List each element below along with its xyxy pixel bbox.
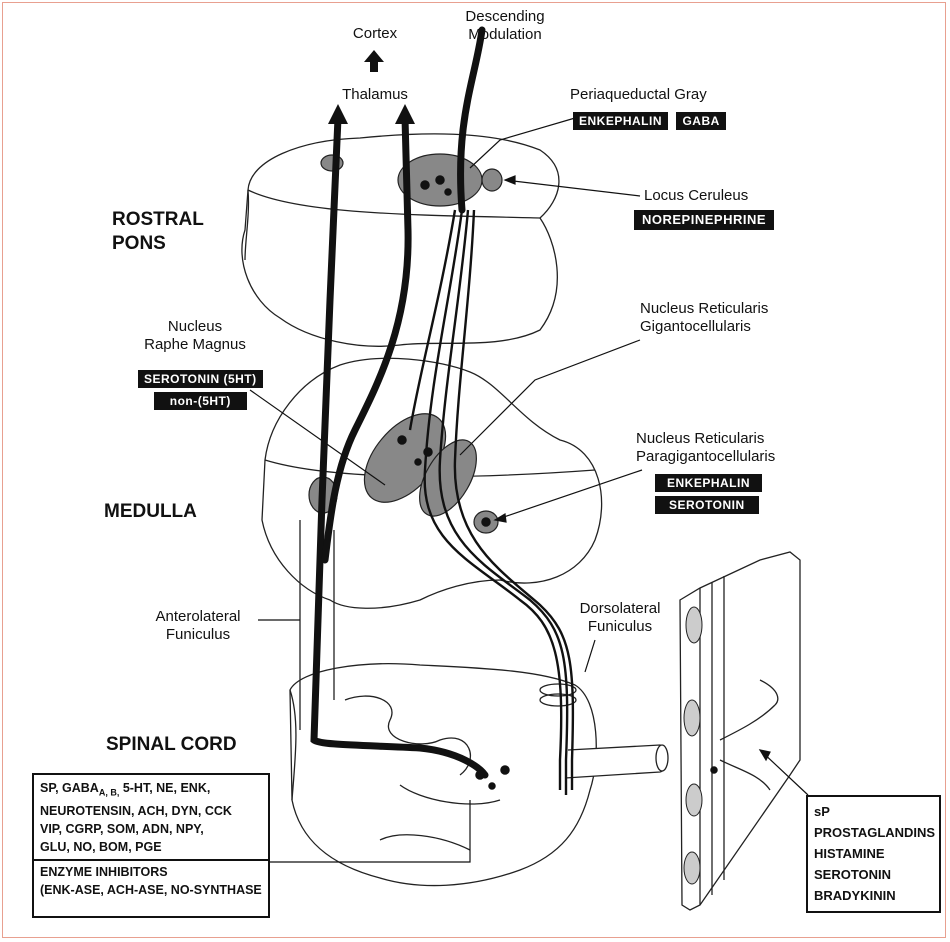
gaba-chip: GABA (676, 112, 725, 130)
box-line-6: (ENK-ASE, ACH-ASE, NO-SYNTHASE (40, 881, 262, 899)
thalamus-arrow-2 (395, 104, 415, 124)
cortex-arrow (364, 50, 384, 72)
box-line-5: ENZYME INHIBITORS (40, 863, 262, 881)
norepinephrine-chip: NOREPINEPHRINE (634, 210, 774, 230)
spinal-cord-slice (290, 664, 596, 886)
paragigantocellularis-chips: ENKEPHALIN SEROTONIN (655, 474, 762, 514)
cortex-label: Cortex (340, 25, 410, 43)
locus-ceruleus-chips: NOREPINEPHRINE (634, 210, 774, 230)
mediator-bradykinin: BRADYKININ (814, 885, 933, 906)
raphe-magnus-chips: SEROTONIN (5HT) non-(5HT) (138, 370, 263, 410)
anterolateral-funiculus-label: Anterolateral Funiculus (128, 608, 268, 644)
periaqueductal-gray-label: Periaqueductal Gray (570, 86, 730, 104)
locus-ceruleus-label: Locus Ceruleus (644, 187, 784, 205)
box-line-1: SP, GABAA, B, 5-HT, NE, ENK, (40, 779, 262, 802)
box-divider (34, 859, 268, 861)
mediator-sp: sP (814, 801, 933, 822)
mediator-histamine: HISTAMINE (814, 843, 933, 864)
rostral-pons-label: ROSTRAL PONS (112, 208, 204, 256)
box-line-3: VIP, CGRP, SOM, ADN, NPY, (40, 820, 262, 838)
gigantocellularis-label: Nucleus Reticularis Gigantocellularis (640, 300, 820, 336)
serotonin-chip: SEROTONIN (655, 496, 759, 514)
thalamus-label: Thalamus (330, 86, 420, 104)
medulla-label: MEDULLA (104, 500, 197, 524)
thalamus-arrow-1 (328, 104, 348, 124)
non-5ht-chip: non-(5HT) (154, 392, 247, 410)
spinal-neurotransmitter-box: SP, GABAA, B, 5-HT, NE, ENK, NEUROTENSIN… (32, 773, 270, 918)
box-line-4: GLU, NO, BOM, PGE (40, 838, 262, 856)
enkephalin-chip: ENKEPHALIN (573, 112, 668, 130)
paragigantocellularis-label: Nucleus Reticularis Paragigantocellulari… (636, 430, 826, 466)
descending-modulation-label: Descending Modulation (440, 8, 570, 44)
peripheral-mediator-box: sP PROSTAGLANDINS HISTAMINE SEROTONIN BR… (806, 795, 941, 913)
raphe-magnus-label: Nucleus Raphe Magnus (120, 318, 270, 354)
serotonin-5ht-chip: SEROTONIN (5HT) (138, 370, 263, 388)
mediator-prostaglandins: PROSTAGLANDINS (814, 822, 933, 843)
enkephalin-chip-2: ENKEPHALIN (655, 474, 762, 492)
periaqueductal-gray-chips: ENKEPHALIN GABA (573, 112, 726, 130)
mediator-serotonin: SEROTONIN (814, 864, 933, 885)
dorsolateral-funiculus-label: Dorsolateral Funiculus (565, 600, 675, 636)
spinal-cord-label: SPINAL CORD (106, 733, 237, 757)
box-line-2: NEUROTENSIN, ACH, DYN, CCK (40, 802, 262, 820)
locus-ceruleus-nucleus (482, 169, 502, 191)
